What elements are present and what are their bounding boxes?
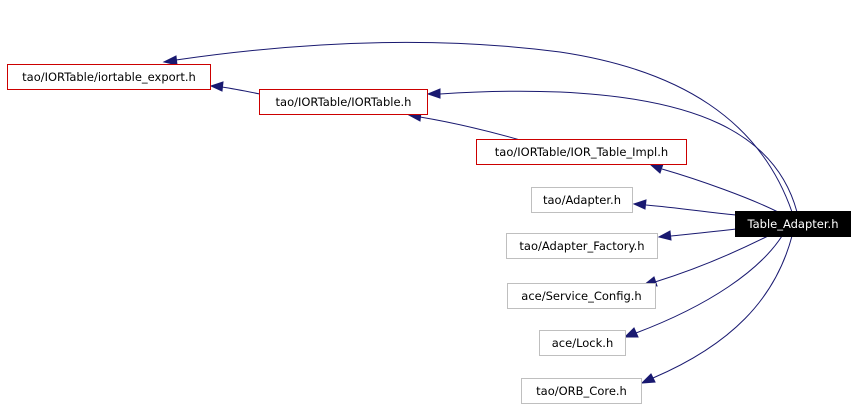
node-label: ace/Service_Config.h bbox=[521, 289, 641, 303]
graph-edges bbox=[162, 41, 798, 384]
edge-root-to-iortable-export bbox=[175, 41, 793, 213]
edge-root-to-service-config bbox=[654, 235, 769, 283]
node-iortable[interactable]: tao/IORTable/IORTable.h bbox=[259, 89, 428, 115]
node-label: tao/IORTable/IOR_Table_Impl.h bbox=[495, 145, 668, 159]
node-ior-table-impl[interactable]: tao/IORTable/IOR_Table_Impl.h bbox=[476, 139, 687, 165]
node-label: tao/Adapter.h bbox=[543, 193, 621, 207]
edge-root-to-lock bbox=[635, 235, 783, 334]
edge-root-to-adapter-factory bbox=[670, 228, 737, 237]
node-iortable-export[interactable]: tao/IORTable/iortable_export.h bbox=[7, 64, 211, 90]
arrowhead-impl bbox=[649, 163, 664, 174]
node-orb-core[interactable]: tao/ORB_Core.h bbox=[521, 378, 642, 404]
node-label: tao/ORB_Core.h bbox=[536, 384, 627, 398]
arrowhead-iortable-export-2 bbox=[209, 81, 224, 92]
edge-iortable-to-iortable-export bbox=[221, 86, 261, 95]
arrowhead-orb-core bbox=[640, 373, 656, 384]
node-adapter[interactable]: tao/Adapter.h bbox=[531, 187, 633, 213]
edge-root-to-impl bbox=[661, 168, 779, 213]
node-lock[interactable]: ace/Lock.h bbox=[539, 330, 626, 356]
arrowhead-lock bbox=[623, 327, 639, 338]
arrowhead-iortable bbox=[426, 88, 441, 99]
edge-root-to-adapter bbox=[645, 204, 737, 216]
node-label: tao/IORTable/iortable_export.h bbox=[22, 70, 196, 84]
node-label: tao/Adapter_Factory.h bbox=[519, 239, 644, 253]
node-label: Table_Adapter.h bbox=[746, 217, 838, 231]
edge-root-to-orb-core bbox=[652, 235, 793, 379]
edge-impl-to-iortable bbox=[419, 116, 521, 141]
arrowhead-iortable-export bbox=[162, 55, 178, 66]
arrowhead-adapter-factory bbox=[657, 230, 672, 241]
edge-root-to-iortable bbox=[439, 90, 798, 213]
node-label: ace/Lock.h bbox=[552, 336, 614, 350]
arrowhead-adapter bbox=[632, 199, 647, 210]
node-service-config[interactable]: ace/Service_Config.h bbox=[507, 283, 656, 309]
node-label: tao/IORTable/IORTable.h bbox=[276, 95, 412, 109]
node-adapter-factory[interactable]: tao/Adapter_Factory.h bbox=[506, 233, 658, 259]
node-root-table-adapter[interactable]: Table_Adapter.h bbox=[735, 211, 851, 237]
